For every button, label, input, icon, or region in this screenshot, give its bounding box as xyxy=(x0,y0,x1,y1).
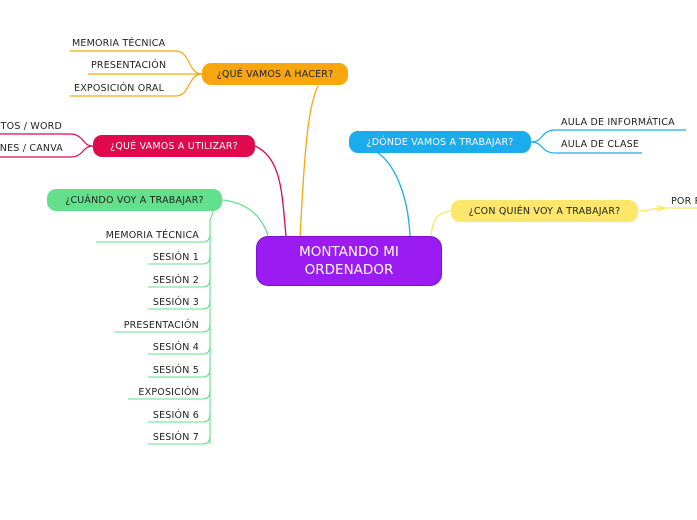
leaf-sesion-3[interactable]: SESIÓN 3 xyxy=(152,297,199,308)
branch-label: ¿CUÁNDO VOY A TRABAJAR? xyxy=(65,194,204,206)
branch-label: ¿DÓNDE VAMOS A TRABAJAR? xyxy=(366,136,514,148)
leaf-por-parejas[interactable]: POR P xyxy=(671,196,697,207)
leaf-exposicion[interactable]: EXPOSICIÓN xyxy=(138,387,199,398)
branch-label: ¿CON QUIÉN VOY A TRABAJAR? xyxy=(468,205,621,217)
leaf-sesion-1[interactable]: SESIÓN 1 xyxy=(152,252,199,263)
leaf-exposicion-oral[interactable]: EXPOSICIÓN ORAL xyxy=(74,83,165,94)
connector-hacer xyxy=(299,85,319,237)
leaf-memoria-tecnica[interactable]: MEMORIA TÉCNICA xyxy=(105,230,199,241)
leaf-presentacion[interactable]: PRESENTACIÓN xyxy=(91,60,167,71)
branch-cuando-voy-a-trabajar[interactable]: ¿CUÁNDO VOY A TRABAJAR? xyxy=(47,189,222,211)
branch-con-quien-voy-a-trabajar[interactable]: ¿CON QUIÉN VOY A TRABAJAR? xyxy=(451,200,638,222)
leaf-sesion-7[interactable]: SESIÓN 7 xyxy=(152,432,199,443)
connector-cuando xyxy=(221,199,269,237)
connector-donde xyxy=(377,152,411,237)
leaf-presentaciones-canva[interactable]: NES / CANVA xyxy=(0,143,63,154)
connector-utilizar xyxy=(254,145,287,237)
branch-que-vamos-a-hacer[interactable]: ¿QUÉ VAMOS A HACER? xyxy=(202,63,348,85)
branch-que-vamos-a-utilizar[interactable]: ¿QUÉ VAMOS A UTILIZAR? xyxy=(93,135,255,157)
leaf-sesion-2[interactable]: SESIÓN 2 xyxy=(152,275,199,286)
leaf-lines-cuando xyxy=(96,199,223,445)
connector-quien xyxy=(430,210,453,237)
leaf-presentacion[interactable]: PRESENTACIÓN xyxy=(123,320,199,331)
leaf-aula-de-clase[interactable]: AULA DE CLASE xyxy=(561,139,640,150)
branch-label: ¿QUÉ VAMOS A UTILIZAR? xyxy=(110,140,238,152)
branch-donde-vamos-a-trabajar[interactable]: ¿DÓNDE VAMOS A TRABAJAR? xyxy=(349,131,531,153)
branch-label: ¿QUÉ VAMOS A HACER? xyxy=(216,68,334,80)
leaf-lines-donde xyxy=(530,129,686,154)
central-topic-line2: ORDENADOR xyxy=(304,262,394,278)
leaf-memoria-tecnica[interactable]: MEMORIA TÉCNICA xyxy=(72,38,166,49)
leaf-documentos-word[interactable]: TOS / WORD xyxy=(0,121,62,132)
leaf-sesion-5[interactable]: SESIÓN 5 xyxy=(152,365,199,376)
leaf-aula-de-informatica[interactable]: AULA DE INFORMÁTICA xyxy=(561,117,675,128)
central-topic-line1: MONTANDO MI xyxy=(299,244,399,260)
leaf-lines-quien xyxy=(637,205,697,212)
central-topic[interactable]: MONTANDO MI ORDENADOR xyxy=(256,236,442,286)
leaf-lines-utilizar xyxy=(0,133,94,158)
leaf-lines-hacer xyxy=(70,50,203,97)
leaf-sesion-6[interactable]: SESIÓN 6 xyxy=(152,410,199,421)
leaf-sesion-4[interactable]: SESIÓN 4 xyxy=(152,342,199,353)
